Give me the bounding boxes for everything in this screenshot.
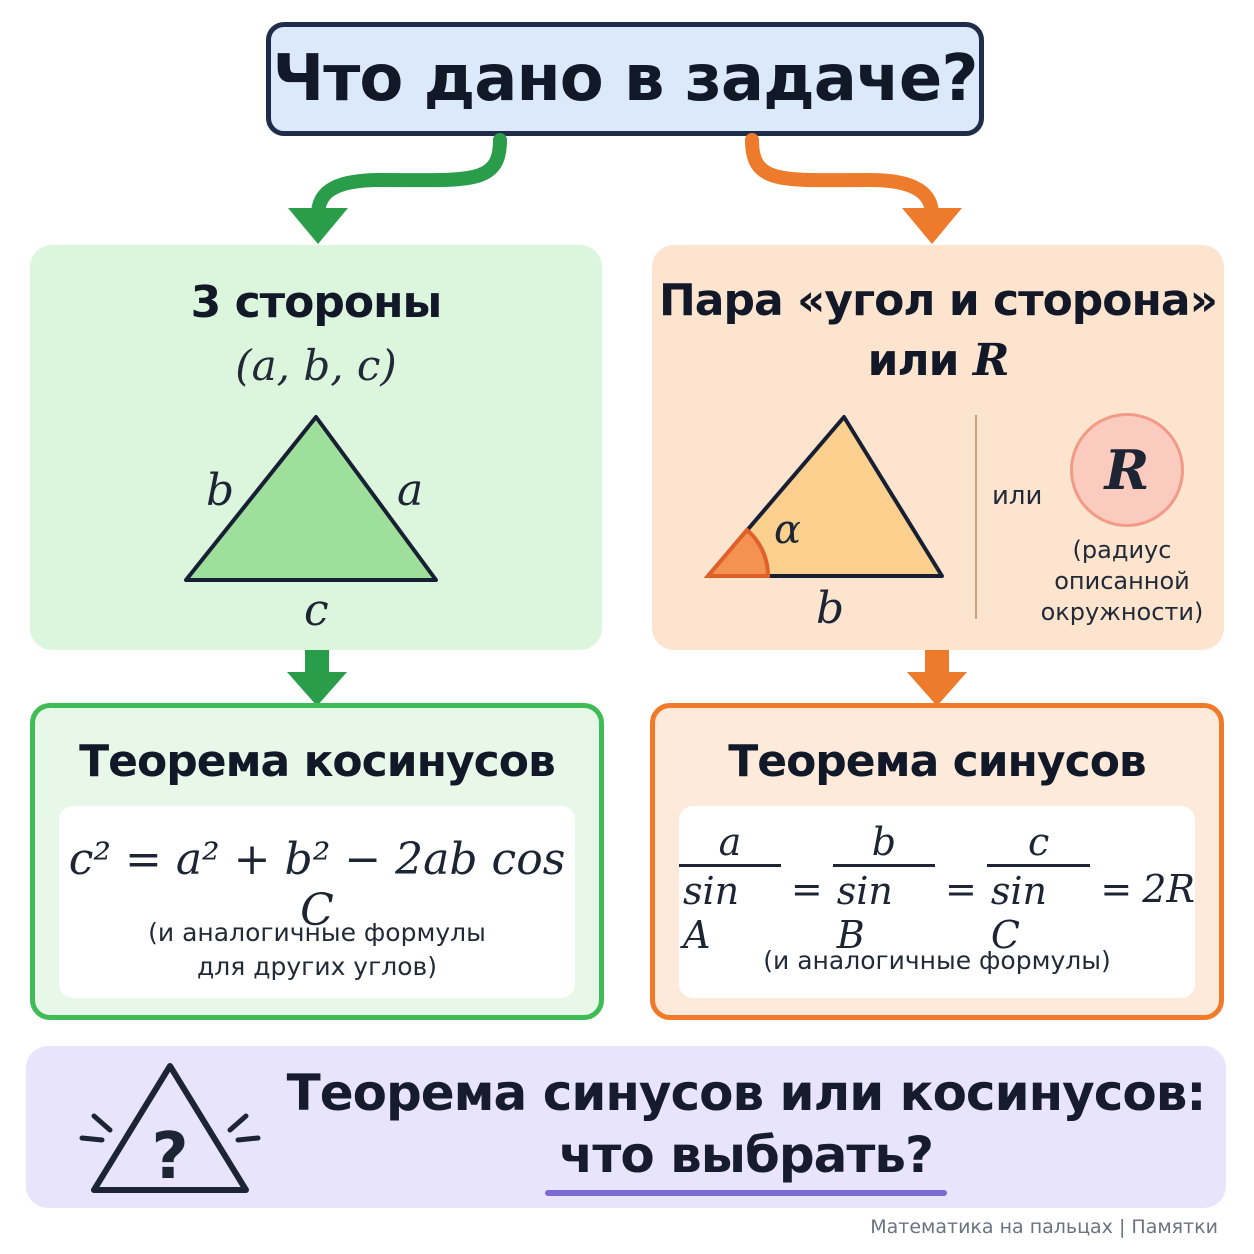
cosines-formula: c² = a² + b² − 2ab cos C	[68, 834, 566, 936]
arrow-green-down	[287, 650, 347, 706]
sines-formula-card: a sin A = b sin B = c sin C = 2R (и анал…	[679, 806, 1195, 998]
equals-2: =	[945, 866, 977, 911]
side-label-c: c	[304, 585, 329, 636]
title-text: Что дано в задаче?	[272, 42, 979, 116]
or-label: или	[992, 481, 1043, 511]
footer-credit: Математика на пальцах | Памятки	[870, 1216, 1218, 1238]
angle-side-heading: Пара «угол и сторона»	[658, 275, 1218, 326]
law-of-cosines-title: Теорема косинусов	[79, 736, 556, 787]
angle-label-alpha: α	[774, 507, 802, 553]
arrow-to-green-card	[288, 133, 507, 244]
sines-formula: a sin A = b sin B = c sin C = 2R	[679, 820, 1195, 957]
side-label-a: a	[397, 465, 424, 516]
banner-question-line2-text: что выбрать?	[559, 1126, 934, 1184]
cosines-note-line2: для других углов)	[196, 952, 437, 981]
circle-r-label: R	[1104, 438, 1150, 502]
or-r-variable: R	[972, 335, 1010, 386]
side-label-b-orange: b	[816, 583, 845, 634]
or-r-heading: или R	[652, 335, 1224, 386]
fraction-a-den: sin A	[679, 864, 781, 957]
title-box: Что дано в задаче?	[266, 22, 984, 136]
cosines-formula-card: c² = a² + b² − 2ab cos C (и аналогичные …	[59, 806, 575, 998]
green-triangle	[184, 415, 438, 582]
angle-arc	[703, 527, 771, 578]
fraction-b: b sin B	[832, 820, 936, 957]
law-of-cosines-box: Теорема косинусов c² = a² + b² − 2ab cos…	[30, 703, 604, 1020]
law-of-sines-box: Теорема синусов a sin A = b sin B = c si…	[650, 703, 1224, 1020]
angle-side-card: Пара «угол и сторона» или R α b или R (р…	[652, 245, 1224, 650]
fraction-c: c sin C	[986, 820, 1091, 957]
question-mark: ?	[151, 1120, 188, 1194]
sines-note: (и аналогичные формулы)	[763, 946, 1111, 975]
divider-line	[975, 415, 977, 619]
arrow-orange-down	[907, 650, 967, 706]
fraction-b-num: b	[871, 820, 897, 864]
radius-note-line1: (радиус	[1072, 536, 1172, 564]
choice-banner: ? Теорема синусов или косинусов: что выб…	[26, 1046, 1226, 1208]
side-label-b: b	[206, 465, 235, 516]
triangle-angle-figure	[703, 415, 944, 578]
cosines-note-line1: (и аналогичные формулы	[148, 918, 486, 947]
emphasis-rays	[79, 1113, 261, 1143]
radius-note-line2: описанной	[1054, 567, 1190, 595]
fraction-c-num: c	[1027, 820, 1050, 864]
circumradius-circle: R	[1070, 413, 1184, 527]
radius-note: (радиус описанной окружности)	[1032, 535, 1212, 628]
banner-question-line2: что выбрать?	[276, 1126, 1216, 1196]
formula-result: 2R	[1142, 866, 1195, 911]
three-sides-card: 3 стороны (a, b, c) b a c	[30, 245, 602, 650]
three-sides-heading: 3 стороны	[190, 277, 443, 328]
equals-3: =	[1100, 866, 1133, 911]
law-of-sines-title: Теорема синусов	[728, 736, 1147, 787]
banner-question-underlined: что выбрать?	[545, 1126, 947, 1196]
sides-notation: (a, b, c)	[235, 341, 397, 390]
cosines-note: (и аналогичные формулы для других углов)	[59, 916, 575, 984]
or-r-prefix: или	[867, 335, 960, 386]
orange-triangle	[706, 415, 944, 578]
warning-triangle-icon: ?	[79, 1063, 261, 1194]
fraction-c-den: sin C	[986, 864, 1091, 957]
underline-stroke	[545, 1190, 947, 1196]
banner-question-line1: Теорема синусов или косинусов:	[286, 1064, 1207, 1122]
arrow-to-orange-card	[745, 133, 962, 244]
equals-1: =	[790, 866, 823, 911]
fraction-b-den: sin B	[832, 864, 936, 957]
triangle-sides-figure	[184, 415, 438, 582]
fraction-a-num: a	[718, 820, 742, 864]
radius-note-line3: окружности)	[1040, 598, 1204, 626]
fraction-a: a sin A	[679, 820, 781, 957]
